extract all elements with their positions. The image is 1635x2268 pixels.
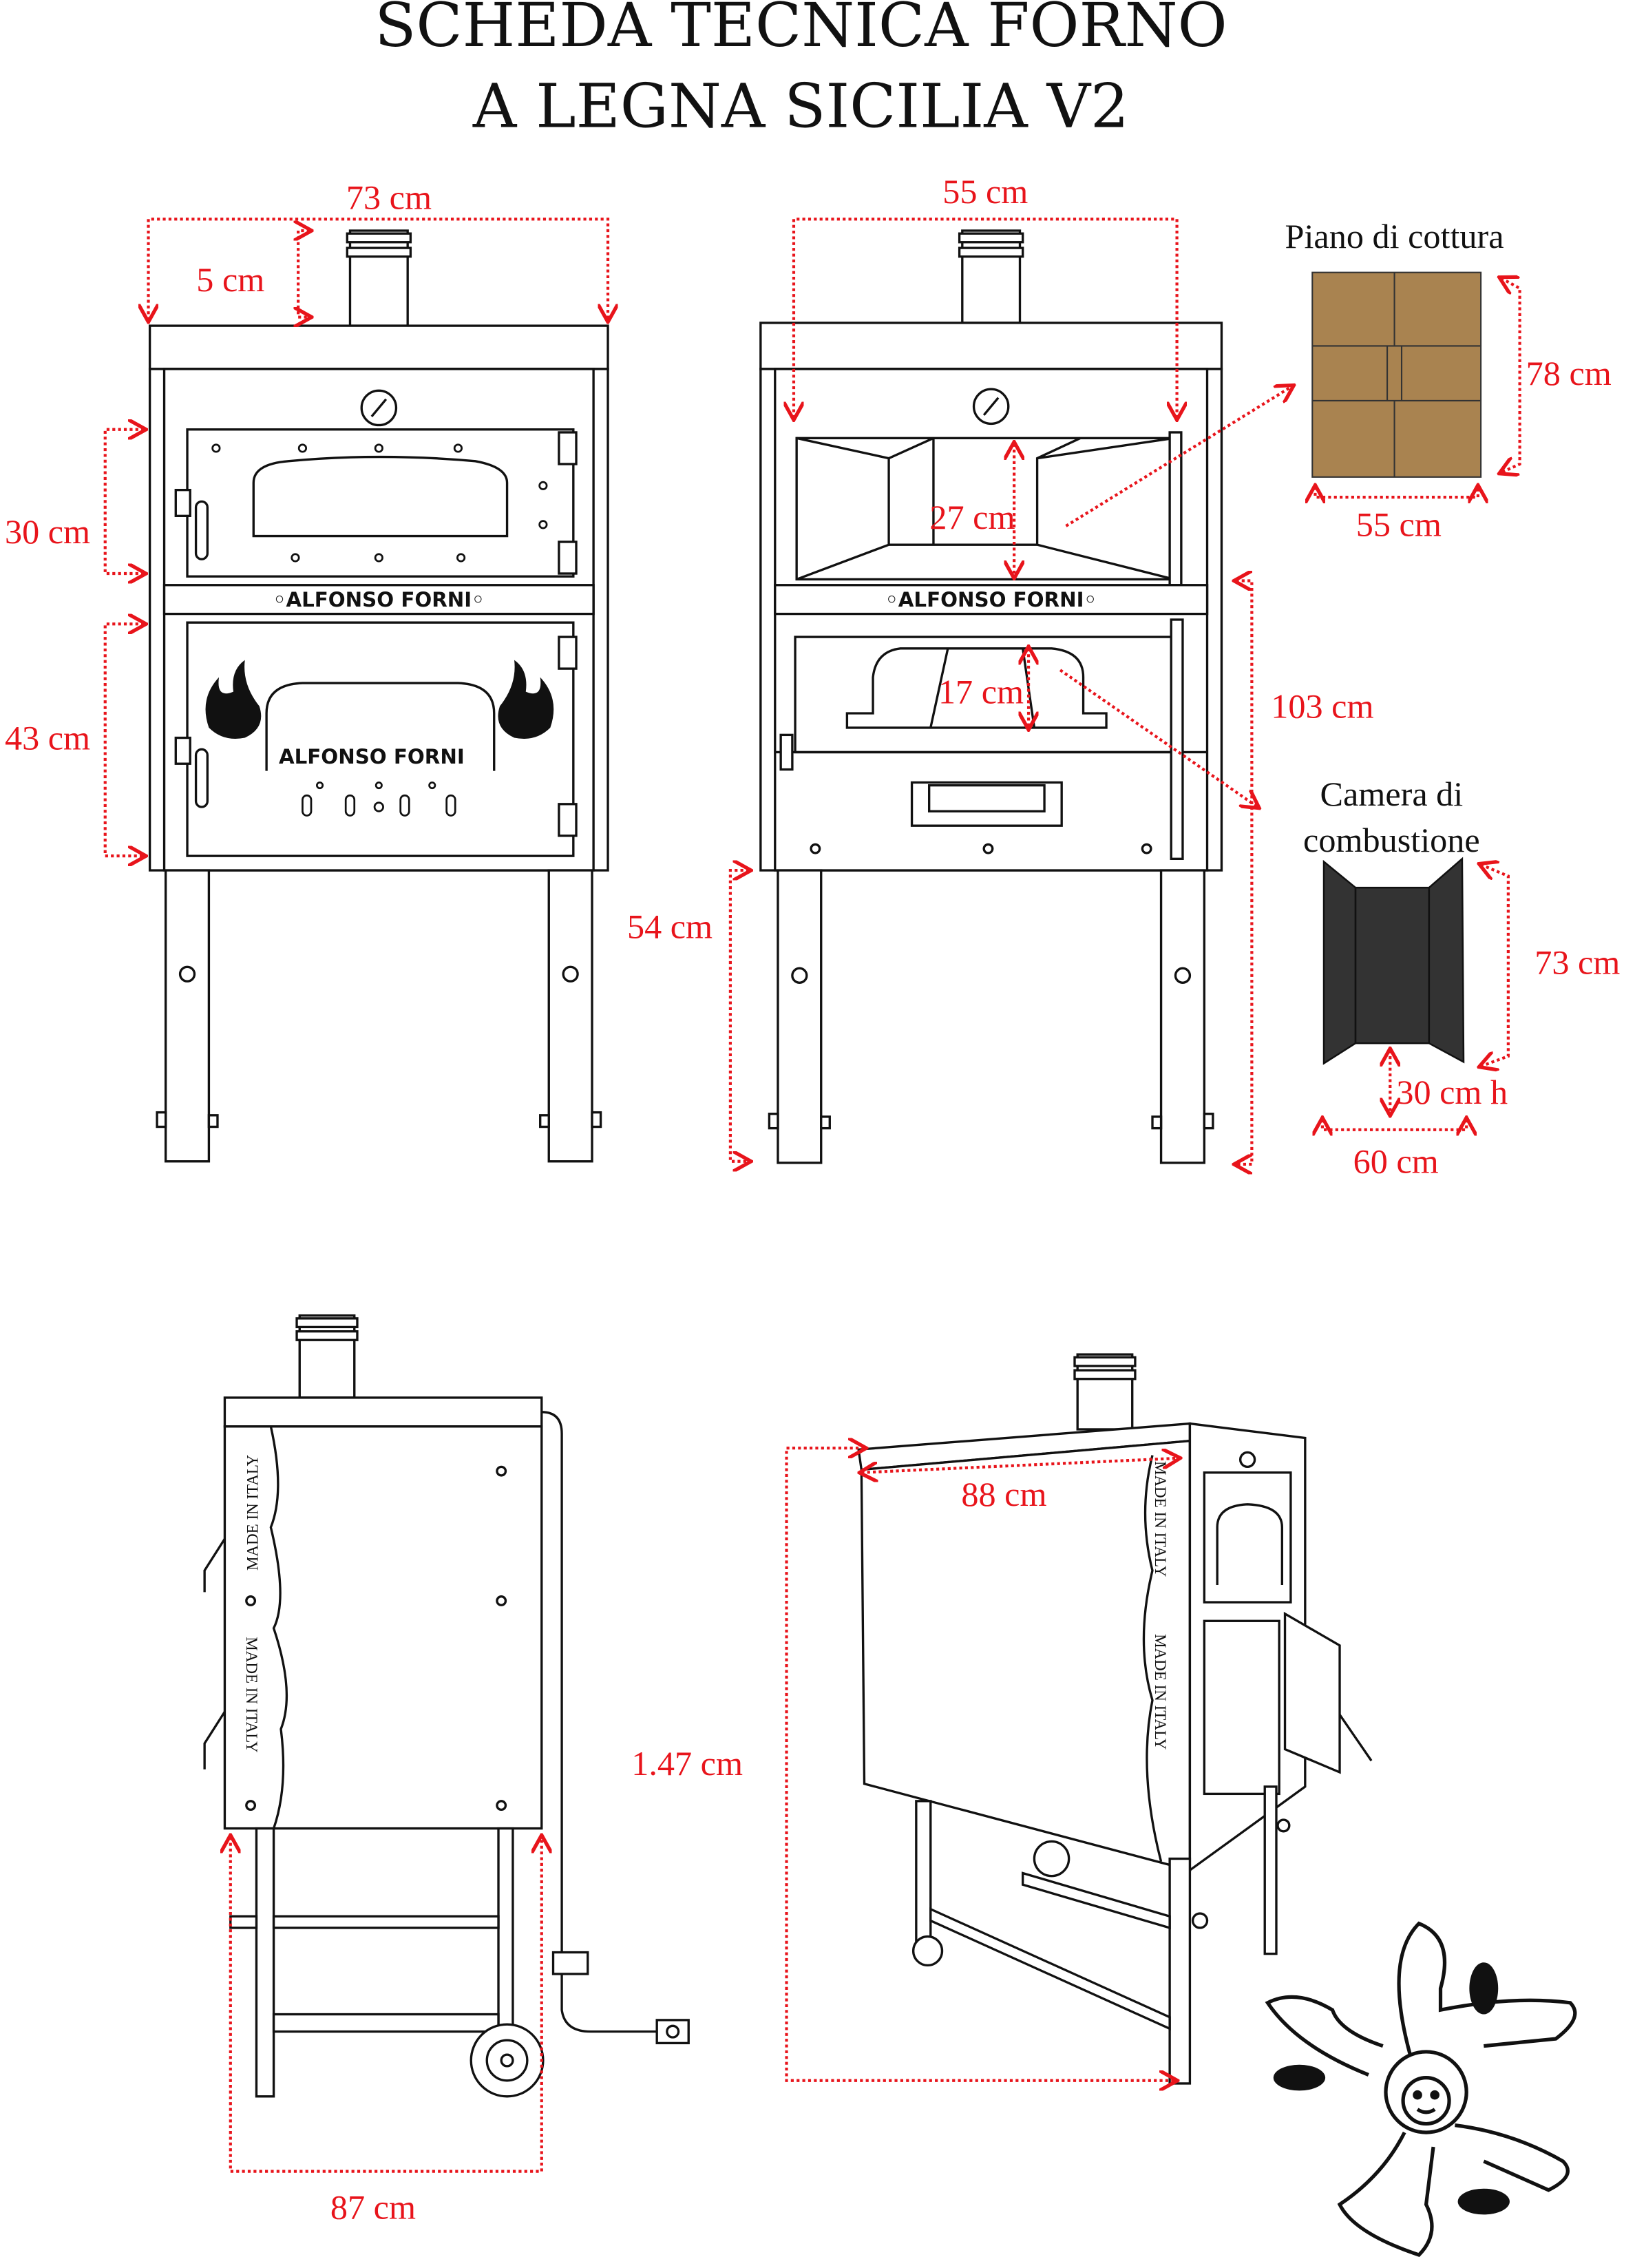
lower-door [186,621,575,857]
dim-total-height: 1.47 cm [631,1744,743,1783]
front-view-open: ◦ALFONSO FORNI◦ [759,229,1223,1164]
dim-open-width: 55 cm [942,172,1028,211]
dim-leg-height: 54 cm [627,907,713,945]
dim-side-depth: 87 cm [330,2188,416,2227]
dim-firebox-height: 17 cm [938,672,1024,711]
upper-door [186,428,575,578]
dim-chamber-depth: 73 cm [1534,943,1620,982]
dim-chamber-width: 60 cm [1353,1142,1439,1180]
dim-surface-width: 55 cm [1356,505,1442,544]
made-in-italy-label: MADE IN ITALY [1152,1634,1170,1750]
dim-front-width: 73 cm [346,178,432,217]
cooking-surface-label: Piano di cottura [1285,217,1504,255]
cooking-surface-bricks [1311,271,1482,478]
dim-perspective-depth: 88 cm [961,1475,1046,1513]
front-view-closed: ◦ALFONSO FORNI◦ ALFONSO FORNI [148,229,609,1163]
firebox [794,636,1174,754]
combustion-label-1: Camera di [1320,775,1463,813]
brand-logo-open: ◦ALFONSO FORNI◦ [885,588,1097,611]
perspective-view: MADE IN ITALY MADE IN ITALY [857,1353,1373,2085]
wheel-icon [1033,1840,1070,1878]
title-line1: SCHEDA TECNICA FORNO [375,0,1227,61]
dim-body-height: 103 cm [1271,686,1373,725]
made-in-italy-label: MADE IN ITALY [1152,1461,1170,1577]
trinacria-emblem-icon [1265,1921,1577,2257]
combustion-label-2: combustione [1303,821,1480,859]
wheel-icon [911,1935,944,1967]
made-in-italy-label: MADE IN ITALY [243,1637,261,1753]
made-in-italy-label: MADE IN ITALY [244,1454,262,1571]
title-line2: A LEGNA SICILIA V2 [472,70,1129,141]
wheat-icon [1273,1962,1510,2215]
dim-upper-door: 30 cm [5,512,90,551]
dim-lower-door: 43 cm [5,718,90,757]
dim-chamber-height: 30 cm h [1396,1073,1508,1111]
combustion-chamber-shape [1322,857,1465,1065]
dim-oven-height: 27 cm [929,498,1015,536]
flame-icon [205,660,262,739]
flame-icon [498,660,554,739]
dim-surface-depth: 78 cm [1526,354,1612,392]
brand-logo-small: ALFONSO FORNI [279,745,465,768]
dim-chimney-gap: 5 cm [196,260,264,299]
brand-logo-front: ◦ALFONSO FORNI◦ [273,588,485,611]
side-view: MADE IN ITALY MADE IN ITALY [203,1314,690,2098]
